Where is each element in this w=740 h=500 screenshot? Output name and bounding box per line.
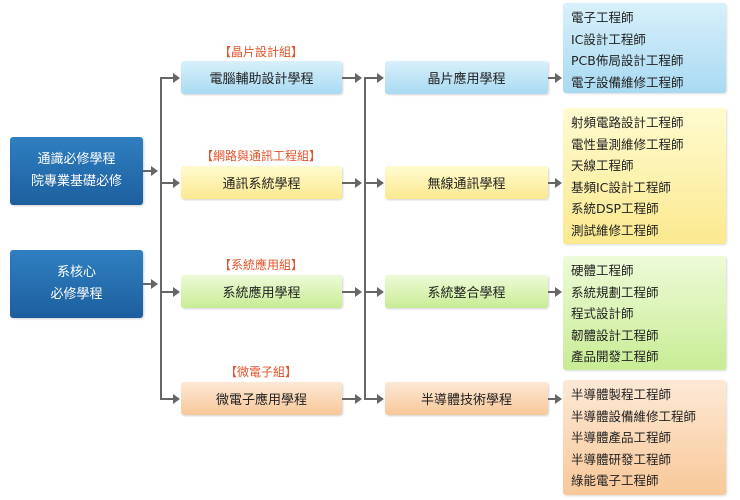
connector-line — [365, 291, 378, 293]
trunk-line-1 — [160, 77, 162, 400]
job-item: 半導體產品工程師 — [571, 430, 672, 446]
job-item: 電子工程師 — [571, 10, 634, 25]
connector-arrow — [151, 166, 158, 176]
applied-system-integration: 系統整合學程 — [385, 275, 548, 308]
connector-line — [342, 182, 356, 184]
job-item: 韌體設計工程師 — [571, 327, 659, 343]
connector-arrow — [173, 394, 180, 404]
connector-line — [342, 398, 356, 400]
connector-arrow — [151, 279, 158, 289]
connector-line — [365, 398, 378, 400]
applied-chip-application: 晶片應用學程 — [385, 61, 548, 94]
connector-line — [161, 77, 174, 79]
connector-arrow — [173, 287, 180, 297]
job-item: 半導體設備維修工程師 — [571, 408, 697, 424]
connector-line — [161, 182, 174, 184]
job-item: 硬體工程師 — [571, 263, 634, 278]
connector-line — [548, 291, 556, 293]
jobs-list-chip: 電子工程師 IC設計工程師 PCB佈局設計工程師 電子設備維修工程師 — [563, 3, 726, 93]
job-item: 測試維修工程師 — [571, 222, 659, 238]
connector-line — [365, 77, 378, 79]
connector-arrow — [377, 287, 384, 297]
job-item: 系統DSP工程師 — [571, 201, 659, 217]
job-item: 電子設備維修工程師 — [571, 74, 684, 90]
connector-arrow — [173, 73, 180, 83]
jobs-list-micro: 半導體製程工程師 半導體設備維修工程師 半導體產品工程師 半導體研發工程師 綠能… — [563, 380, 726, 495]
connector-line — [548, 182, 556, 184]
job-item: 天線工程師 — [571, 158, 634, 174]
group-label-chip: 【晶片設計組】 — [218, 45, 303, 59]
program-comm-system: 通訊系統學程 — [181, 166, 342, 199]
job-item: 射頻電路設計工程師 — [571, 115, 684, 130]
job-item: PCB佈局設計工程師 — [571, 53, 684, 69]
connector-arrow — [355, 73, 362, 83]
job-item: IC設計工程師 — [571, 31, 646, 47]
connector-line — [143, 283, 153, 285]
connector-arrow — [377, 73, 384, 83]
connector-line — [342, 291, 356, 293]
job-item: 基頻IC設計工程師 — [571, 179, 671, 195]
core-system-line2: 必修學程 — [50, 287, 103, 302]
connector-arrow — [555, 287, 562, 297]
connector-line — [161, 398, 174, 400]
connector-arrow — [377, 178, 384, 188]
connector-line — [365, 182, 378, 184]
job-item: 半導體研發工程師 — [571, 451, 672, 467]
connector-line — [548, 77, 556, 79]
job-item: 電性量測維修工程師 — [571, 136, 684, 152]
connector-line — [342, 77, 356, 79]
core-general-line1: 通識必修學程 — [37, 152, 116, 167]
applied-wireless: 無線通訊學程 — [385, 166, 548, 199]
job-item: 半導體製程工程師 — [571, 387, 672, 402]
job-item: 系統規劃工程師 — [571, 284, 659, 300]
connector-arrow — [355, 394, 362, 404]
connector-arrow — [355, 287, 362, 297]
core-general-line2: 院專業基礎必修 — [30, 174, 122, 189]
jobs-list-system: 硬體工程師 系統規劃工程師 程式設計師 韌體設計工程師 產品開發工程師 — [563, 256, 726, 370]
trunk-line-2 — [364, 77, 366, 400]
program-system-application: 系統應用學程 — [181, 275, 342, 308]
core-system-line1: 系核心 — [56, 265, 96, 280]
group-label-micro: 【微電子組】 — [224, 365, 297, 379]
job-item: 程式設計師 — [571, 306, 634, 322]
job-item: 產品開發工程師 — [571, 349, 659, 365]
jobs-list-network: 射頻電路設計工程師 電性量測維修工程師 天線工程師 基頻IC設計工程師 系統DS… — [563, 108, 726, 244]
applied-semiconductor: 半導體技術學程 — [385, 382, 548, 415]
connector-line — [143, 170, 153, 172]
connector-arrow — [555, 178, 562, 188]
program-chip-design: 電腦輔助設計學程 — [181, 61, 342, 94]
connector-arrow — [555, 394, 562, 404]
connector-line — [548, 398, 556, 400]
group-label-network: 【網路與通訊工程組】 — [200, 149, 321, 163]
connector-arrow — [555, 73, 562, 83]
job-item: 綠能電子工程師 — [571, 473, 659, 489]
connector-arrow — [173, 178, 180, 188]
program-microelectronics: 微電子應用學程 — [181, 382, 342, 415]
group-label-system: 【系統應用組】 — [218, 258, 303, 272]
connector-arrow — [355, 178, 362, 188]
core-system-box: 系核心 必修學程 — [10, 250, 143, 318]
core-general-box: 通識必修學程 院專業基礎必修 — [10, 137, 143, 205]
connector-line — [161, 291, 174, 293]
connector-arrow — [377, 394, 384, 404]
